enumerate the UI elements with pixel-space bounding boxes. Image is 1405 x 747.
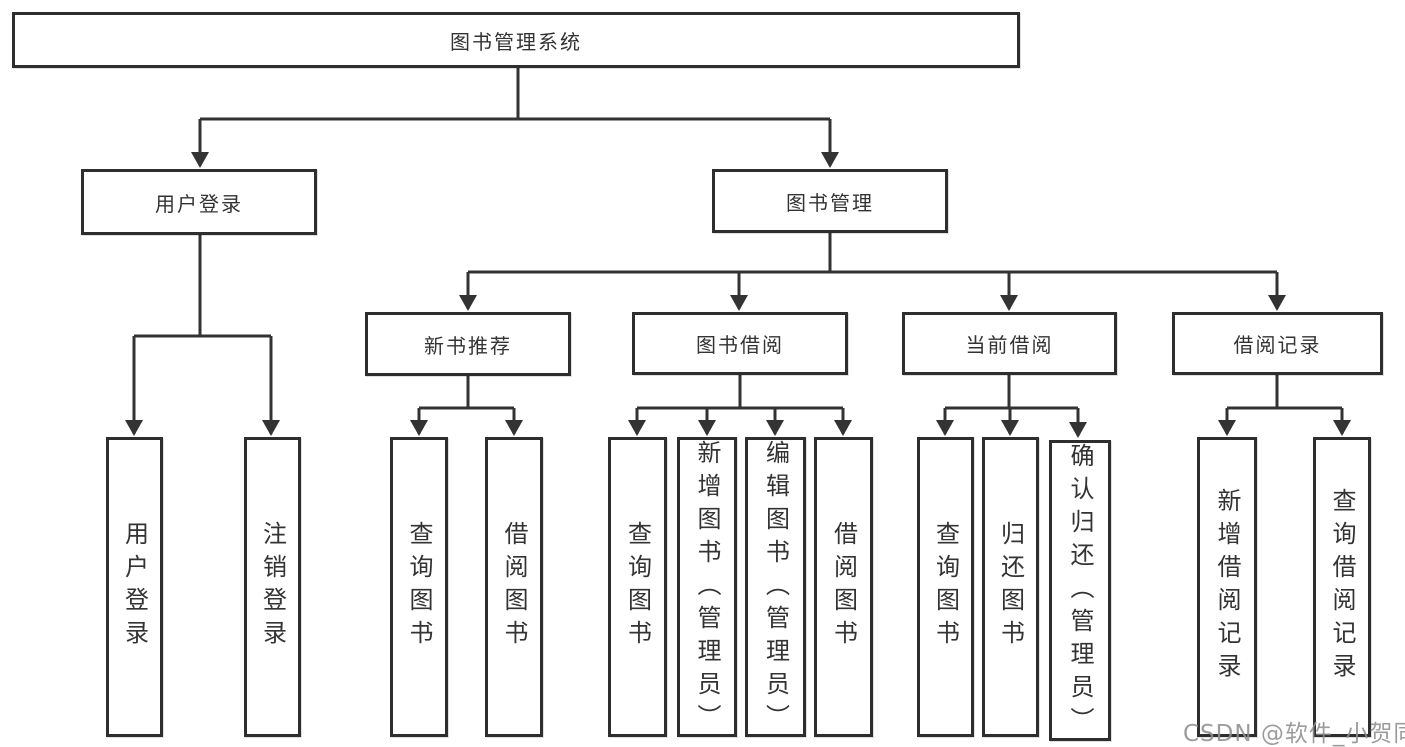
leaf-query-books-3: 查询图书 <box>917 437 974 737</box>
node-book-borrowing-label: 图书借阅 <box>696 333 784 357</box>
leaf-confirm-return-admin: 确认归还（管理员） <box>1049 440 1111 741</box>
leaf-borrow-books-1-label: 借阅图书 <box>500 521 528 653</box>
node-new-book-recommend-label: 新书推荐 <box>424 333 512 358</box>
leaf-query-books-1-label: 查询图书 <box>405 521 433 653</box>
leaf-borrow-books-1: 借阅图书 <box>485 437 543 737</box>
node-current-borrowing: 当前借阅 <box>902 312 1117 375</box>
leaf-confirm-return-admin-label: 确认归还（管理员） <box>1066 443 1094 740</box>
node-borrowing-records: 借阅记录 <box>1172 312 1383 375</box>
node-user-login: 用户登录 <box>81 169 317 235</box>
node-user-login-label: 用户登录 <box>155 191 243 216</box>
leaf-add-books-admin: 新增图书（管理员） <box>677 437 737 737</box>
leaf-query-borrow-record: 查询借阅记录 <box>1313 437 1371 737</box>
leaf-logout-label: 注销登录 <box>258 521 287 653</box>
node-root: 图书管理系统 <box>12 12 1020 68</box>
leaf-add-borrow-record-label: 新增借阅记录 <box>1213 488 1241 686</box>
leaf-query-books-2-label: 查询图书 <box>623 521 652 653</box>
leaf-logout: 注销登录 <box>244 437 301 737</box>
leaf-edit-books-admin: 编辑图书（管理员） <box>745 437 806 737</box>
node-borrowing-records-label: 借阅记录 <box>1233 333 1322 357</box>
node-book-borrowing: 图书借阅 <box>632 312 848 375</box>
leaf-return-books-label: 归还图书 <box>996 521 1025 653</box>
leaf-query-books-3-label: 查询图书 <box>931 521 960 653</box>
node-root-label: 图书管理系统 <box>450 29 582 54</box>
leaf-user-login-label: 用户登录 <box>120 521 149 653</box>
leaf-add-borrow-record: 新增借阅记录 <box>1197 437 1257 737</box>
leaf-query-books-2: 查询图书 <box>608 437 667 737</box>
node-book-management-label: 图书管理 <box>786 190 874 215</box>
node-current-borrowing-label: 当前借阅 <box>965 333 1054 357</box>
leaf-query-books-1: 查询图书 <box>390 437 448 737</box>
watermark: CSDN @软件_小贺同学 <box>1183 721 1405 747</box>
leaf-edit-books-admin-label: 编辑图书（管理员） <box>761 440 790 737</box>
leaf-borrow-books-2: 借阅图书 <box>814 437 873 737</box>
leaf-borrow-books-2-label: 借阅图书 <box>829 521 858 653</box>
leaf-user-login: 用户登录 <box>106 437 163 737</box>
node-new-book-recommend: 新书推荐 <box>365 312 571 376</box>
leaf-return-books: 归还图书 <box>982 437 1039 737</box>
leaf-query-borrow-record-label: 查询借阅记录 <box>1328 488 1356 686</box>
node-book-management: 图书管理 <box>712 169 948 233</box>
leaf-add-books-admin-label: 新增图书（管理员） <box>693 440 721 737</box>
